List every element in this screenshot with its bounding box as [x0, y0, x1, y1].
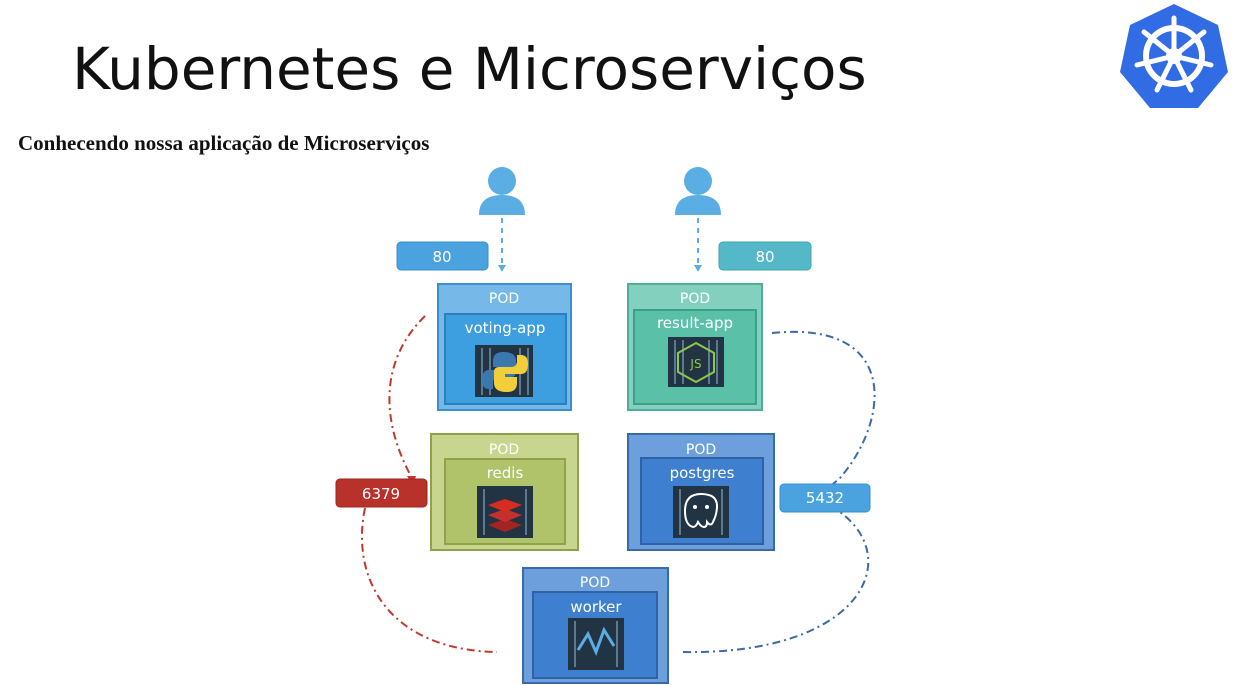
user-icon [479, 167, 525, 215]
svg-text:POD: POD [686, 442, 716, 458]
svg-text:POD: POD [680, 291, 710, 307]
pod-postgres: POD postgres [627, 433, 775, 551]
pod-result-app: POD result-app JS [627, 283, 763, 411]
svg-text:POD: POD [489, 442, 519, 458]
svg-text:POD: POD [489, 291, 519, 307]
port-badge-postgres: 5432 [779, 483, 871, 513]
user-icon [675, 167, 721, 215]
svg-text:80: 80 [755, 248, 774, 266]
svg-text:JS: JS [689, 357, 701, 371]
svg-text:voting-app: voting-app [465, 319, 546, 337]
pod-worker: POD worker [522, 567, 669, 684]
port-badge-redis: 6379 [335, 478, 428, 508]
svg-text:6379: 6379 [362, 485, 400, 503]
redis-icon [477, 486, 533, 538]
svg-text:worker: worker [570, 598, 622, 616]
svg-text:result-app: result-app [657, 314, 733, 332]
pod-voting-app: POD voting-app [437, 283, 572, 411]
svg-text:80: 80 [432, 248, 451, 266]
postgres-icon [673, 486, 729, 538]
worker-icon [568, 618, 624, 670]
python-icon [475, 345, 533, 397]
nodejs-icon: JS [668, 337, 724, 387]
port-badge-result: 80 [718, 241, 812, 271]
page-subtitle: Conhecendo nossa aplicação de Microservi… [18, 131, 430, 155]
svg-text:POD: POD [580, 575, 610, 591]
svg-text:5432: 5432 [806, 489, 844, 507]
kubernetes-logo-icon [1120, 4, 1228, 108]
svg-text:redis: redis [487, 464, 524, 482]
pod-redis: POD redis [430, 433, 579, 551]
page-title: Kubernetes e Microserviços [72, 35, 867, 103]
svg-text:postgres: postgres [670, 464, 735, 482]
port-badge-voting: 80 [396, 241, 489, 271]
